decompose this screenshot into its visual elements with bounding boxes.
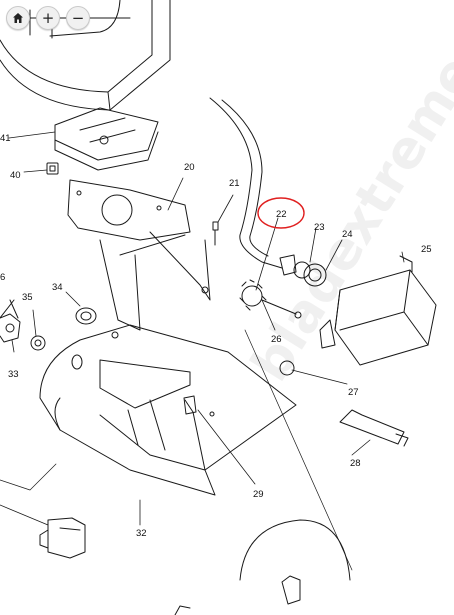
clip-28	[339, 409, 409, 447]
zoom-out-button[interactable]: −	[66, 6, 90, 30]
bulb-socket	[279, 254, 327, 287]
callout-32: 32	[136, 528, 147, 539]
front-cowl-32	[39, 324, 297, 496]
home-button[interactable]	[6, 6, 30, 30]
detail-circle	[239, 519, 351, 605]
minus-icon: −	[71, 8, 85, 27]
viewer-toolbar: + −	[6, 6, 90, 30]
callout-40: 40	[10, 170, 21, 181]
callout-35: 35	[22, 292, 33, 303]
wire-harness	[209, 97, 283, 269]
callout-27: 27	[348, 387, 359, 398]
callout-26: 26	[271, 334, 282, 345]
lower-fastener	[39, 517, 86, 559]
callout-6: 6	[0, 272, 5, 283]
bracket-20	[67, 179, 211, 339]
callout-21: 21	[229, 178, 240, 189]
bushing-29	[183, 395, 215, 417]
bushing-34	[75, 307, 97, 325]
callout-20: 20	[184, 162, 195, 173]
callout-23: 23	[314, 222, 325, 233]
leader-lines	[0, 131, 405, 526]
callout-33: 33	[8, 369, 19, 380]
bracket-41	[54, 107, 159, 171]
oring-27	[279, 360, 295, 376]
group-lines	[0, 329, 353, 571]
callout-24: 24	[342, 229, 353, 240]
callout-25: 25	[421, 244, 432, 255]
home-icon	[13, 13, 23, 23]
highlight-ring	[257, 197, 305, 229]
adjuster-26	[239, 279, 302, 319]
lower-edge	[174, 605, 191, 615]
callout-22: 22	[276, 209, 287, 220]
callout-41: 41	[0, 133, 11, 144]
washer-35	[30, 335, 46, 351]
nut-40	[46, 162, 59, 175]
headlight-25	[319, 255, 437, 366]
grommet-36	[0, 299, 21, 343]
callout-34: 34	[52, 282, 63, 293]
bolt-21	[212, 221, 219, 246]
callout-28: 28	[350, 458, 361, 469]
callout-29: 29	[253, 489, 264, 500]
zoom-in-button[interactable]: +	[36, 6, 60, 30]
plus-icon: +	[41, 8, 55, 27]
